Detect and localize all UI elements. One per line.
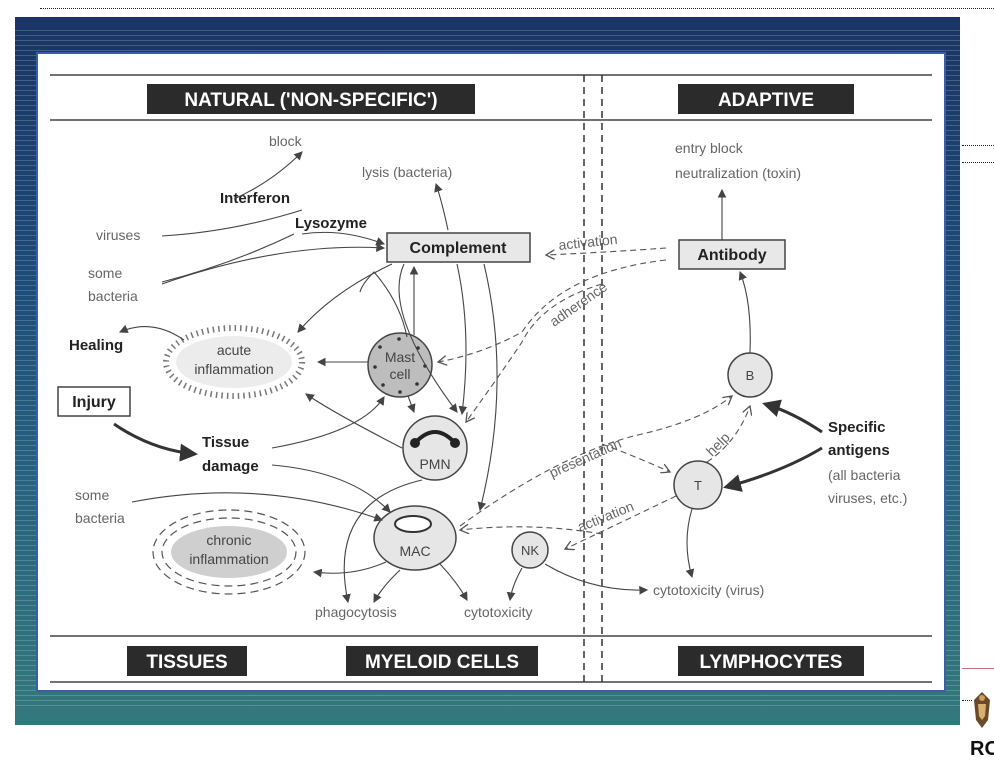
- mast-line-2: cell: [389, 366, 410, 382]
- mast-cell: [367, 332, 433, 398]
- chronic-inner-ring: [161, 517, 297, 587]
- label-phagocytosis: phagocytosis: [315, 604, 397, 620]
- chronic-line-1: chronic: [206, 532, 251, 548]
- chronic-outer-ring: [152, 509, 306, 595]
- t-cell: [673, 460, 723, 510]
- thick-arrows: [113, 399, 823, 492]
- immune-diagram: NATURAL ('NON-SPECIFIC') ADAPTIVE TISSUE…: [50, 74, 932, 683]
- label-bacteria-1: bacteria: [88, 288, 138, 304]
- label-some-1: some: [88, 265, 122, 281]
- footer-tissues: TISSUES: [146, 652, 227, 673]
- label-healing: Healing: [69, 337, 123, 354]
- label-some-2: some: [75, 487, 109, 503]
- t-label: T: [694, 478, 702, 493]
- b-label: B: [746, 368, 755, 383]
- footer-myeloid-box: [346, 646, 538, 676]
- injury-box: [57, 386, 131, 417]
- label-lysozyme: Lysozyme: [295, 215, 367, 232]
- pmn-label: PMN: [419, 456, 450, 472]
- label-bacteria-2: bacteria: [75, 510, 125, 526]
- label-cytotoxicity-virus: cytotoxicity (virus): [653, 582, 764, 598]
- dashed-arrows: [438, 247, 750, 549]
- label-neutralization: neutralization (toxin): [675, 165, 801, 181]
- label-block: block: [269, 133, 303, 149]
- label-damage: damage: [202, 458, 259, 475]
- header-adaptive-box: [678, 84, 854, 114]
- label-activation-bottom: activation: [575, 498, 636, 535]
- solid-arrows: [118, 151, 751, 604]
- label-entry-block: entry block: [675, 140, 744, 156]
- dotted-rule-top: [40, 8, 994, 9]
- pmn-nucleus: [414, 430, 456, 444]
- label-presentation: presentation: [547, 435, 624, 481]
- pmn-lobe-left: [410, 438, 420, 448]
- pmn-cell: [402, 415, 468, 481]
- label-adherence: adherence: [547, 278, 611, 329]
- injury-label: Injury: [72, 394, 116, 411]
- dotted-rule-right-2: [962, 162, 994, 163]
- footer-tissues-box: [127, 646, 247, 676]
- nk-cell: [511, 531, 549, 569]
- footer-lymphocytes: LYMPHOCYTES: [700, 652, 843, 673]
- header-natural-box: [147, 84, 475, 114]
- label-cytotoxicity: cytotoxicity: [464, 604, 532, 620]
- complement-label: Complement: [410, 240, 508, 257]
- crest-logo-icon: [974, 692, 990, 728]
- acute-line-1: acute: [217, 342, 251, 358]
- pmn-lobe-right: [450, 438, 460, 448]
- label-lysis: lysis (bacteria): [362, 164, 452, 180]
- dotted-rule-right-3: [962, 700, 972, 701]
- label-activation-top: activation: [558, 231, 619, 253]
- dotted-rule-right-1: [962, 145, 994, 146]
- header-natural: NATURAL ('NON-SPECIFIC'): [184, 90, 437, 111]
- red-accent-line: [962, 668, 994, 669]
- label-interferon: Interferon: [220, 190, 290, 207]
- acute-line-2: inflammation: [194, 361, 273, 377]
- header-adaptive: ADAPTIVE: [718, 90, 814, 111]
- mast-line-1: Mast: [385, 349, 415, 365]
- footer-lymphocytes-box: [678, 646, 864, 676]
- label-help: help: [703, 429, 733, 459]
- label-tissue: Tissue: [202, 434, 249, 451]
- logo-text: RO: [970, 738, 994, 760]
- complement-box: [386, 232, 531, 263]
- antibody-label: Antibody: [697, 247, 766, 264]
- acute-inflammation: [176, 336, 292, 388]
- chronic-line-2: inflammation: [189, 551, 268, 567]
- nk-label: NK: [521, 543, 539, 558]
- footer-myeloid: MYELOID CELLS: [365, 652, 519, 673]
- label-viruses-etc: viruses, etc.): [828, 490, 907, 506]
- label-antigens: antigens: [828, 442, 890, 459]
- acute-spikes: [163, 325, 305, 399]
- immune-system-figure: NATURAL ('NON-SPECIFIC') ADAPTIVE TISSUE…: [36, 52, 946, 692]
- label-specific: Specific: [828, 419, 886, 436]
- mac-label: MAC: [399, 543, 430, 559]
- label-all-bacteria: (all bacteria: [828, 467, 901, 483]
- mac-nucleus: [394, 515, 432, 533]
- label-viruses: viruses: [96, 227, 140, 243]
- antibody-box: [678, 239, 786, 270]
- chronic-inflammation: [171, 526, 287, 578]
